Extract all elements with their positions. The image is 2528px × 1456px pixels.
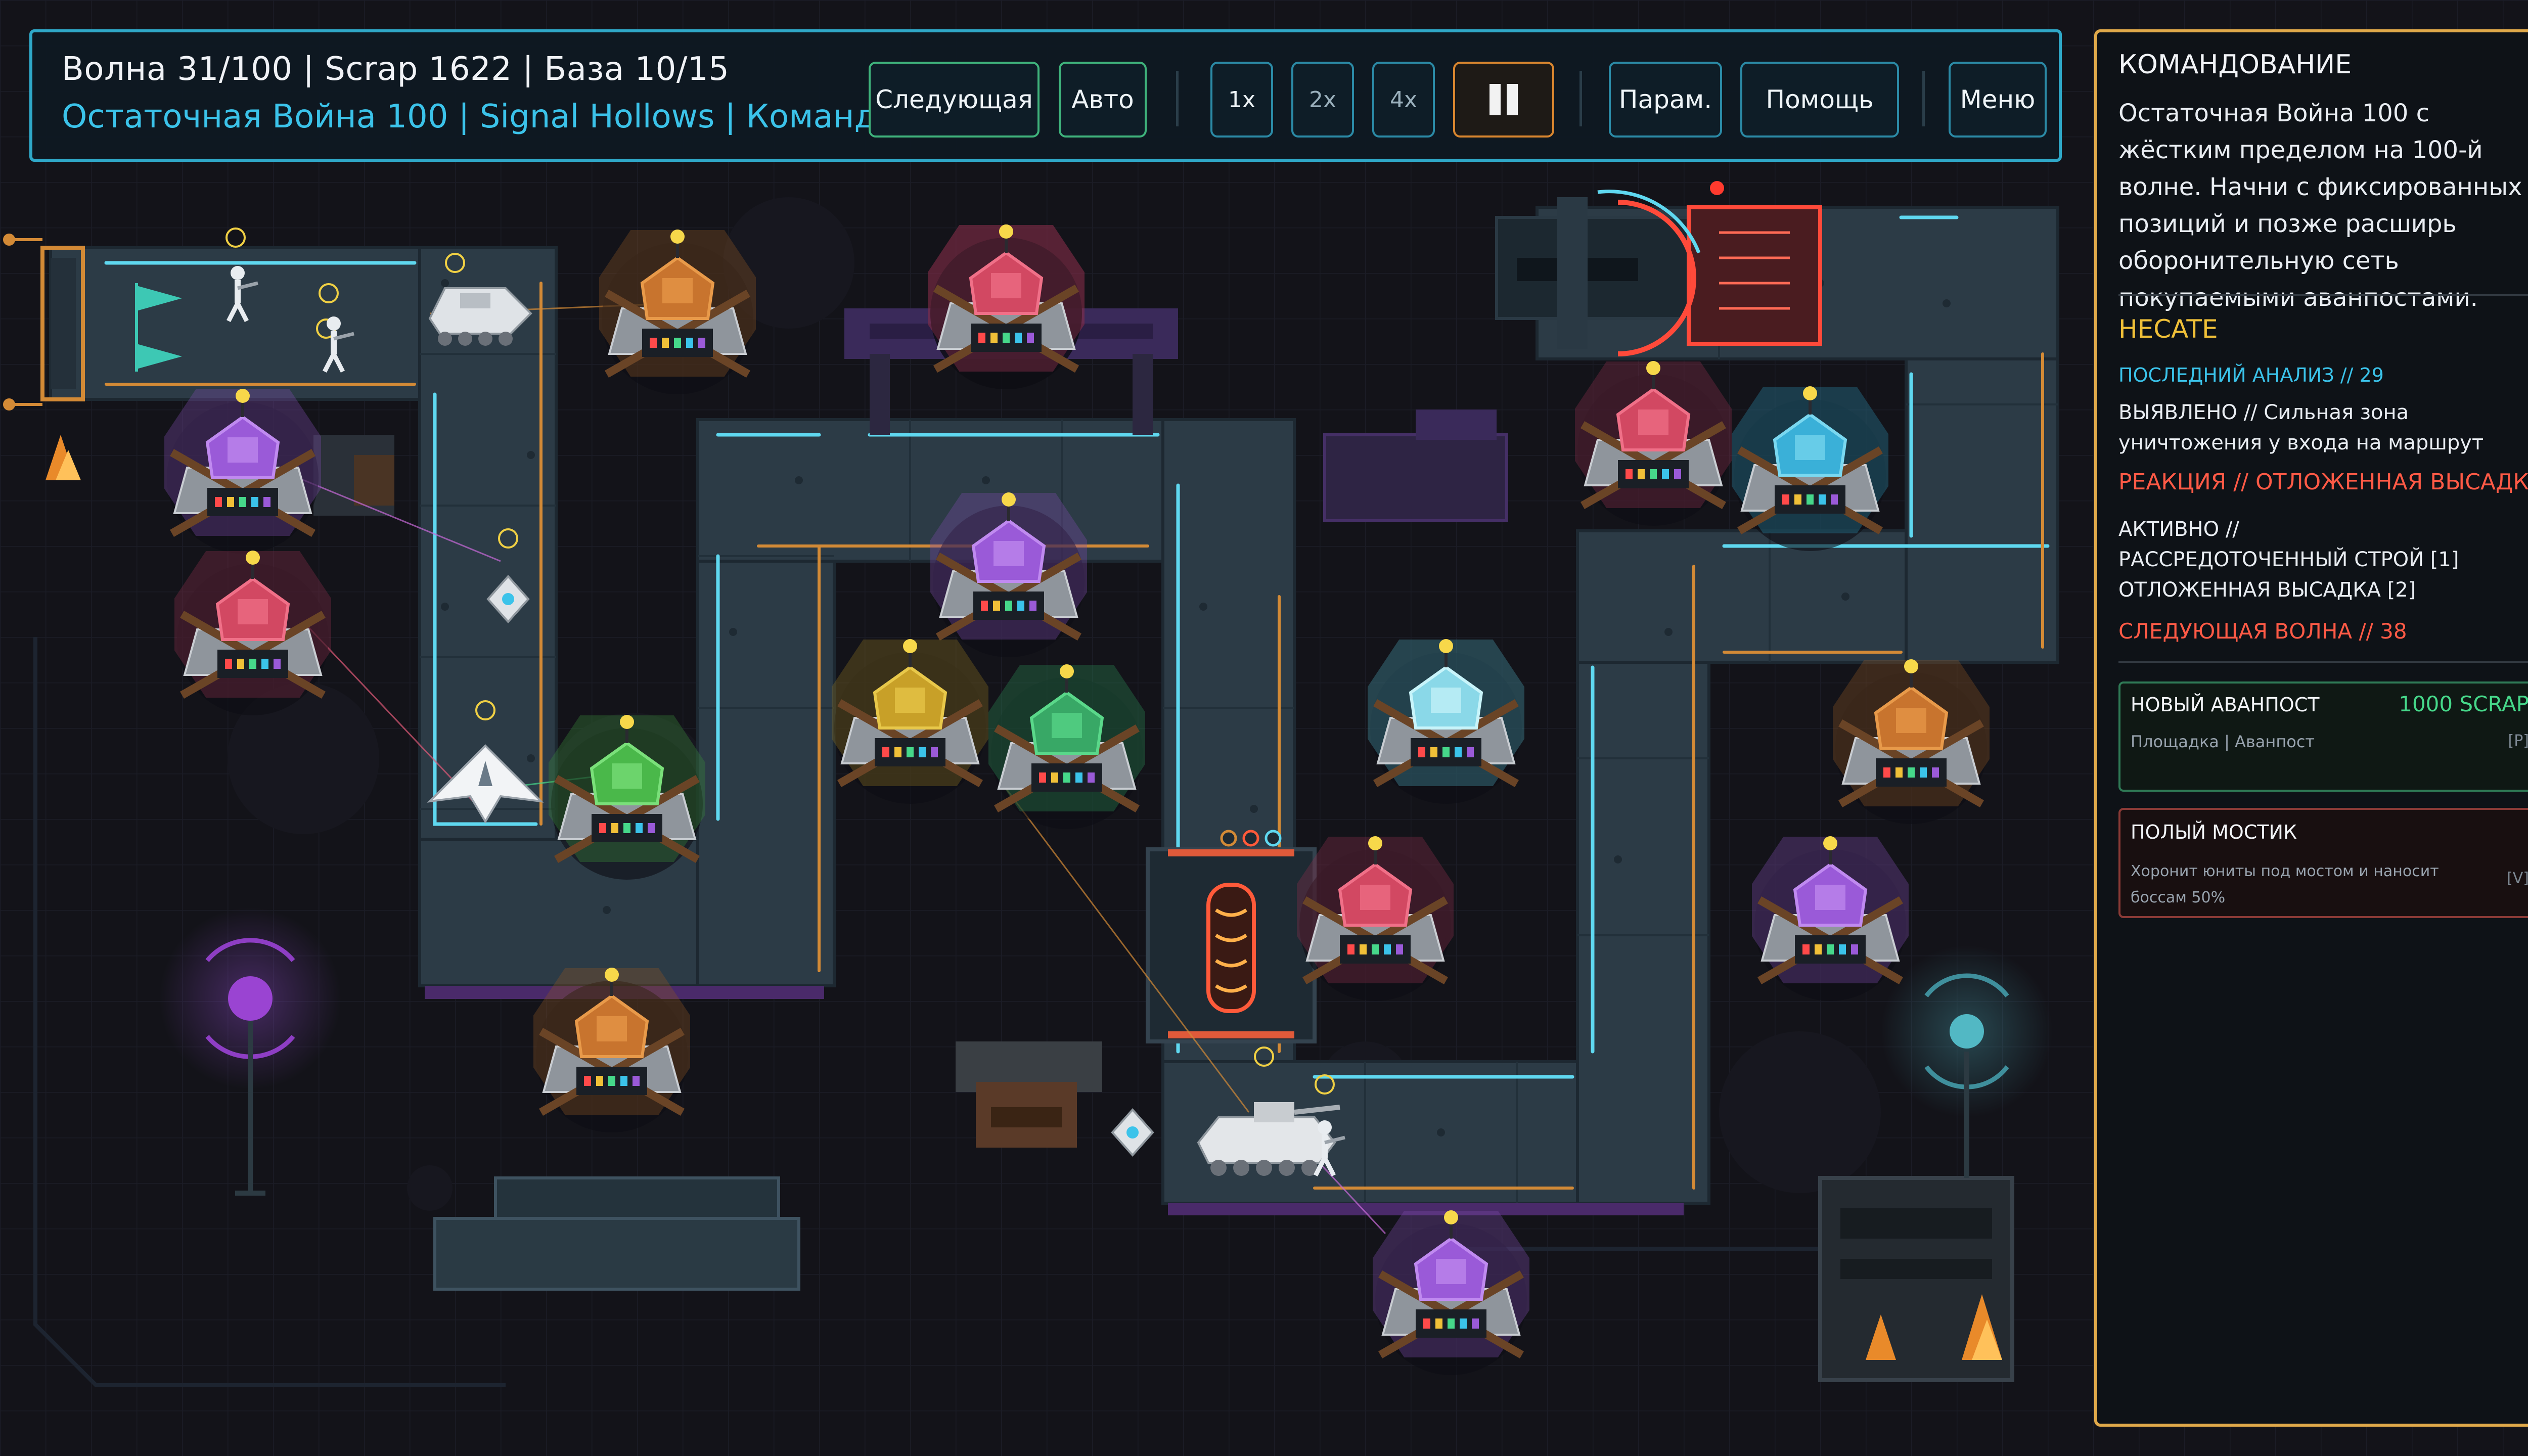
enemy-jet[interactable] — [427, 744, 544, 824]
divider — [2118, 294, 2528, 296]
fire-hazards — [46, 435, 2002, 1360]
enemy-apc[interactable] — [1197, 1102, 1340, 1176]
divider — [1579, 71, 1582, 126]
scrap-label: Scrap — [325, 51, 418, 88]
enemy-drone[interactable] — [486, 574, 530, 624]
pause-button[interactable] — [1453, 62, 1554, 138]
enemy-infantry[interactable] — [226, 266, 258, 323]
divider — [1922, 71, 1925, 126]
radar-beacon-violet — [159, 907, 341, 1196]
turret-ice[interactable] — [1368, 639, 1524, 804]
bridge-description: Хоронит юниты под мостом и наносит босса… — [2131, 862, 2439, 906]
wave-label: Волна — [62, 51, 167, 88]
enemy-infantry[interactable] — [1313, 1120, 1345, 1177]
map-name: Signal Hollows — [479, 98, 715, 135]
status-line: Волна 31/100 | Scrap 1622 | База 10/15 — [62, 51, 729, 88]
turret-crimson[interactable] — [928, 224, 1085, 389]
detected-text: ВЫЯВЛЕНО // Сильная зона уничтожения у в… — [2118, 401, 2484, 454]
turret-copper[interactable] — [533, 968, 690, 1132]
separator: | — [458, 98, 470, 135]
help-button[interactable]: Помощь — [1740, 62, 1899, 138]
pause-icon — [1489, 84, 1518, 115]
turret-violet[interactable] — [1373, 1210, 1529, 1375]
active-label: АКТИВНО // — [2118, 518, 2239, 541]
bridge-title: ПОЛЫЙ МОСТИК — [2131, 821, 2297, 843]
spawn-gate — [3, 234, 182, 411]
target-markers — [225, 228, 1335, 1095]
next-wave-button[interactable]: Следующая — [869, 62, 1040, 138]
turret-violet[interactable] — [930, 492, 1087, 657]
mode-name: Остаточная Война 100 — [62, 98, 448, 135]
top-hud-bar: Волна 31/100 | Scrap 1622 | База 10/15 О… — [29, 29, 2062, 162]
turret-violet[interactable] — [164, 389, 321, 554]
hollow-bridge-card[interactable]: ПОЛЫЙ МОСТИК Хоронит юниты под мостом и … — [2118, 808, 2528, 918]
enemy-hover-tank[interactable] — [428, 287, 532, 346]
turret-emerald[interactable] — [988, 664, 1145, 829]
turret-copper[interactable] — [1833, 659, 1990, 824]
divider — [2118, 661, 2528, 663]
base-value: 10/15 — [635, 51, 730, 88]
turret-copper[interactable] — [599, 230, 756, 394]
separator: | — [303, 51, 314, 88]
buy-outpost-card[interactable]: НОВЫЙ АВАНПОСТ 1000 SCRAP Площадка | Ава… — [2118, 681, 2528, 792]
turret-crimson[interactable] — [1297, 836, 1454, 1001]
divider — [1176, 71, 1179, 126]
bridge-hotkey: [V] — [2507, 870, 2528, 887]
outpost-cost: 1000 SCRAP — [2399, 692, 2528, 716]
menu-button[interactable]: Меню — [1949, 62, 2047, 138]
turret-azure[interactable] — [1732, 386, 1888, 551]
speed-1x-button[interactable]: 1x — [1210, 62, 1273, 138]
turret-violet[interactable] — [1752, 836, 1909, 1001]
reaction-text: РЕАКЦИЯ // ОТЛОЖЕННАЯ ВЫСАДКА — [2118, 469, 2528, 495]
radar-beacon-teal — [1881, 945, 2053, 1178]
ai-name: HECATE — [2118, 314, 2218, 344]
speed-2x-button[interactable]: 2x — [1291, 62, 1354, 138]
active-effect-2: ОТЛОЖЕННАЯ ВЫСАДКА [2] — [2118, 578, 2416, 602]
command-sidebar: КОМАНДОВАНИЕ Остаточная Война 100 с жёст… — [2094, 29, 2528, 1427]
separator: | — [725, 98, 736, 135]
turret-green[interactable] — [549, 715, 705, 880]
settings-button[interactable]: Парам. — [1609, 62, 1722, 138]
turret-crimson[interactable] — [174, 551, 331, 715]
turret-gold[interactable] — [832, 639, 988, 804]
auto-button[interactable]: Авто — [1059, 62, 1147, 138]
mode-description: Остаточная Война 100 с жёстким пределом … — [2118, 99, 2522, 312]
base-gate — [1495, 181, 1822, 356]
outpost-subtitle: Площадка | Аванпост — [2131, 732, 2315, 751]
mission-line: Остаточная Война 100 | Signal Hollows | … — [62, 98, 918, 135]
separator: | — [522, 51, 534, 88]
outpost-title: НОВЫЙ АВАНПОСТ — [2131, 694, 2320, 716]
reactor-block — [1146, 830, 1317, 1043]
enemy-infantry[interactable] — [322, 316, 354, 373]
enemy-drone[interactable] — [1111, 1108, 1154, 1157]
sidebar-title: КОМАНДОВАНИЕ — [2118, 50, 2352, 80]
turret-crimson[interactable] — [1575, 361, 1732, 526]
speed-4x-button[interactable]: 4x — [1372, 62, 1435, 138]
decor-machines — [313, 308, 2014, 1382]
next-wave-counter: СЛЕДУЮЩАЯ ВОЛНА // 38 — [2118, 619, 2407, 644]
outpost-hotkey: [P] — [2508, 732, 2528, 750]
wave-value: 31/100 — [177, 51, 293, 88]
scrap-value: 1622 — [428, 51, 512, 88]
last-analysis: ПОСЛЕДНИЙ АНАЛИЗ // 29 — [2118, 364, 2384, 386]
base-label: База — [544, 51, 624, 88]
active-effect-1: РАССРЕДОТОЧЕННЫЙ СТРОЙ [1] — [2118, 548, 2459, 571]
